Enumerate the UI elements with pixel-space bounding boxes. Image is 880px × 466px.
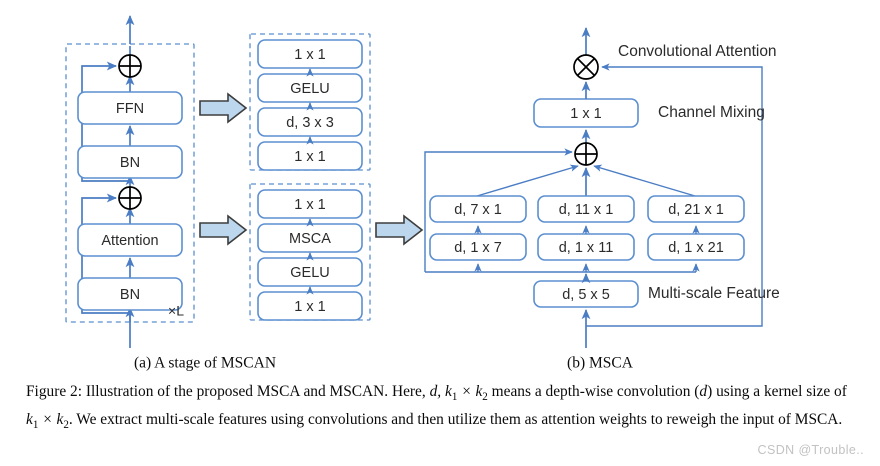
caption-sub-3: 1	[32, 418, 39, 431]
caption-text-4: . We extract multi-scale features using …	[68, 410, 843, 428]
panel-mid-ffn-box-1-label: 1 x 1	[294, 47, 325, 63]
panel-mid-attn-box-1-label: 1 x 1	[294, 197, 325, 213]
panel-a-group: FFN BN	[65, 14, 276, 372]
panel-a-attention-add-symbol	[118, 186, 142, 210]
panel-a-attention-box: Attention	[77, 223, 183, 257]
caption-math-k: k	[26, 410, 33, 428]
panel-b-note-convolutional-attention: Convolutional Attention	[618, 43, 777, 60]
panel-b-branch3-to-add-arrow	[593, 164, 696, 197]
expansion-arrow-ffn	[199, 92, 248, 124]
caption-text-3: ) using a kernel size of	[707, 383, 847, 400]
panel-b-branch-3: d, 21 x 1 d, 1 x 21	[647, 195, 745, 272]
panel-b-branch-1: d, 7 x 1 d, 1 x 7	[429, 195, 527, 272]
panel-mid-ffn-box-2-label: GELU	[290, 81, 330, 97]
panel-b-identity-skip-path	[424, 148, 573, 272]
panel-b-note-channel-mixing: Channel Mixing	[658, 104, 765, 121]
panel-mid-ffn-box-4-label: 1 x 1	[294, 149, 325, 165]
panel-b-branch1-to-add-arrow	[476, 164, 579, 197]
panel-mid-ffn-box-1x1-top: 1 x 1	[257, 39, 363, 69]
panel-a-attention-box-label: Attention	[101, 233, 158, 249]
panel-b-channel-mixing-box: 1 x 1	[533, 98, 639, 128]
panel-a-bn-upper-box-label: BN	[120, 155, 140, 171]
panel-b-multiply-symbol	[573, 54, 599, 80]
panel-a-subcaption: (a) A stage of MSCAN	[134, 355, 276, 372]
panel-mid-attn-box-4-label: 1 x 1	[294, 299, 325, 315]
panel-mid-attention-dashed-border	[249, 183, 371, 321]
panel-b-branch-3-top-label: d, 21 x 1	[668, 202, 724, 218]
panel-mid-ffn-box-gelu: GELU	[257, 73, 363, 103]
caption-times-2: × k	[38, 410, 64, 428]
panel-b-stem-box-label: d, 5 x 5	[562, 287, 610, 303]
caption-math-d: d	[699, 383, 708, 400]
panel-a-bn-box-lower: BN	[77, 277, 183, 311]
panel-a-ffn-box: FFN	[77, 91, 183, 125]
panel-b-subcaption: (b) MSCA	[567, 355, 634, 372]
panel-b-group: 1 x 1 d, 7 x 1	[424, 26, 780, 372]
panel-b-stem-box: d, 5 x 5	[533, 280, 639, 308]
panel-b-channel-mixing-label: 1 x 1	[570, 106, 601, 122]
panel-mid-group: 1 x 1 GELU d, 3 x 3 1 x 1 1 x 1	[249, 33, 371, 321]
panel-b-branch-2: d, 11 x 1 d, 1 x 11	[537, 195, 635, 272]
caption-sub-2: 2	[482, 391, 488, 404]
caption-text-2: means a depth-wise convolution (	[487, 383, 700, 400]
caption-times-1: × k	[457, 383, 483, 400]
panel-a-ffn-subblock: FFN BN	[77, 14, 183, 190]
panel-b-branch-2-bottom-label: d, 1 x 11	[559, 240, 614, 256]
panel-a-attention-subblock: Attention BN	[77, 186, 183, 348]
panel-mid-attn-box-gelu: GELU	[257, 257, 363, 287]
expansion-arrow-msca	[375, 214, 424, 246]
panel-mid-ffn-box-3-label: d, 3 x 3	[286, 115, 334, 131]
panel-mid-attn-box-1x1-top: 1 x 1	[257, 189, 363, 219]
msca-mscan-diagram: FFN BN	[65, 14, 780, 372]
caption-sub-1: 1	[451, 391, 458, 404]
panel-a-repeat-label: ×L	[168, 303, 184, 319]
panel-a-ffn-box-label: FFN	[116, 101, 144, 117]
panel-b-note-multi-scale-feature: Multi-scale Feature	[648, 285, 780, 302]
caption-math-d-k1: d, k	[429, 383, 452, 400]
panel-mid-attn-box-3-label: GELU	[290, 265, 330, 281]
panel-mid-attn-box-msca: MSCA	[257, 223, 363, 253]
panel-b-branch-3-bottom-label: d, 1 x 21	[668, 240, 724, 256]
panel-mid-attn-box-2-label: MSCA	[289, 231, 331, 247]
panel-b-branch-2-top-label: d, 11 x 1	[559, 202, 614, 218]
panel-b-attention-feedback-path	[586, 63, 763, 327]
caption-sub-4: 2	[63, 418, 69, 431]
panel-b-branch-1-bottom-label: d, 1 x 7	[454, 240, 502, 256]
panel-a-bn-box-upper: BN	[77, 145, 183, 179]
panel-mid-attn-box-1x1-bottom: 1 x 1	[257, 291, 363, 321]
caption-text-1: Illustration of the proposed MSCA and MS…	[85, 383, 430, 400]
expansion-arrow-attention	[199, 214, 248, 246]
figure-number: Figure 2:	[26, 383, 83, 400]
figure-caption: Figure 2: Illustration of the proposed M…	[26, 381, 856, 436]
panel-a-bn-lower-box-label: BN	[120, 287, 140, 303]
panel-mid-ffn-box-1x1-bottom: 1 x 1	[257, 141, 363, 171]
panel-b-branch-1-top-label: d, 7 x 1	[454, 202, 502, 218]
panel-b-add-symbol	[574, 142, 598, 166]
csdn-watermark: CSDN @Trouble..	[757, 443, 864, 457]
panel-mid-ffn-dashed-border	[249, 33, 371, 171]
panel-mid-ffn-box-dconv: d, 3 x 3	[257, 107, 363, 137]
panel-a-ffn-add-symbol	[118, 54, 142, 78]
